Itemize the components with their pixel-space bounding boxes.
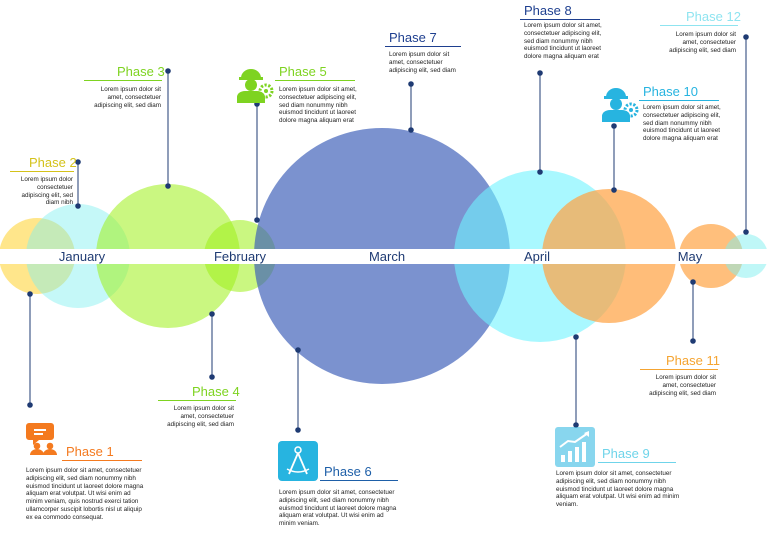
phase-10-underline — [639, 100, 719, 101]
phase-8-text: Lorem ipsum dolor sit amet, consectetuer… — [524, 22, 602, 61]
phase-1-title: Phase 1 — [66, 444, 114, 459]
timeline-band — [0, 249, 768, 264]
phase-3-underline — [84, 80, 162, 81]
phase-1-text: Lorem ipsum dolor sit amet, consectetuer… — [26, 467, 144, 521]
phase-7-text: Lorem ipsum dolor sit amet, consectetuer… — [389, 51, 456, 74]
phase-5-underline — [275, 80, 355, 81]
phase-9-underline — [598, 462, 676, 463]
phase-5-title: Phase 5 — [279, 64, 327, 79]
growth-chart-icon — [555, 427, 595, 467]
phase-6-title: Phase 6 — [324, 464, 372, 479]
phase-9-title: Phase 9 — [602, 446, 650, 461]
phase-6-text: Lorem ipsum dolor sit amet, consectetuer… — [279, 489, 397, 528]
phase-9-text: Lorem ipsum dolor sit amet, consectetuer… — [556, 470, 680, 509]
phase-2-title: Phase 2 — [29, 155, 77, 170]
phase-4-text: Lorem ipsum dolor sit amet, consectetuer… — [167, 405, 234, 428]
phase-10-text: Lorem ipsum dolor sit amet, consectetuer… — [643, 104, 721, 143]
month-february: February — [214, 249, 267, 264]
phase-1-underline — [62, 460, 142, 461]
phase-3-text: Lorem ipsum dolor sit amet, consectetuer… — [94, 86, 161, 109]
compass-icon — [278, 441, 318, 481]
phase-4-title: Phase 4 — [192, 384, 240, 399]
phase-11-text: Lorem ipsum dolor sit amet, consectetuer… — [649, 374, 716, 397]
engineer-gear-icon — [237, 69, 274, 103]
phase-3-title: Phase 3 — [117, 64, 165, 79]
phase-5-text: Lorem ipsum dolor sit amet, consectetuer… — [279, 86, 357, 125]
month-may: May — [678, 249, 703, 264]
month-april: April — [524, 249, 550, 264]
phase-11-underline — [640, 369, 718, 370]
phase-8-underline — [520, 19, 600, 20]
phase-8-title: Phase 8 — [524, 3, 572, 18]
chat-people-icon — [26, 423, 57, 455]
phase-12-text: Lorem ipsum dolor sit amet, consectetuer… — [669, 31, 736, 54]
month-march: March — [369, 249, 405, 264]
phase-11-title: Phase 11 — [666, 353, 720, 368]
phase-7-title: Phase 7 — [389, 30, 437, 45]
phase-2-text: Lorem ipsum dolor consectetuer adipiscin… — [20, 176, 73, 207]
engineer-gear-icon — [602, 88, 639, 122]
connectors — [27, 34, 749, 433]
phase-12-underline — [660, 25, 738, 26]
phase-6-underline — [320, 480, 398, 481]
phase-4-underline — [158, 400, 236, 401]
phase-10-title: Phase 10 — [643, 84, 698, 99]
month-january: January — [59, 249, 106, 264]
phase-2-underline — [10, 171, 74, 172]
phase-12-title: Phase 12 — [686, 9, 741, 24]
phase-7-underline — [385, 46, 461, 47]
